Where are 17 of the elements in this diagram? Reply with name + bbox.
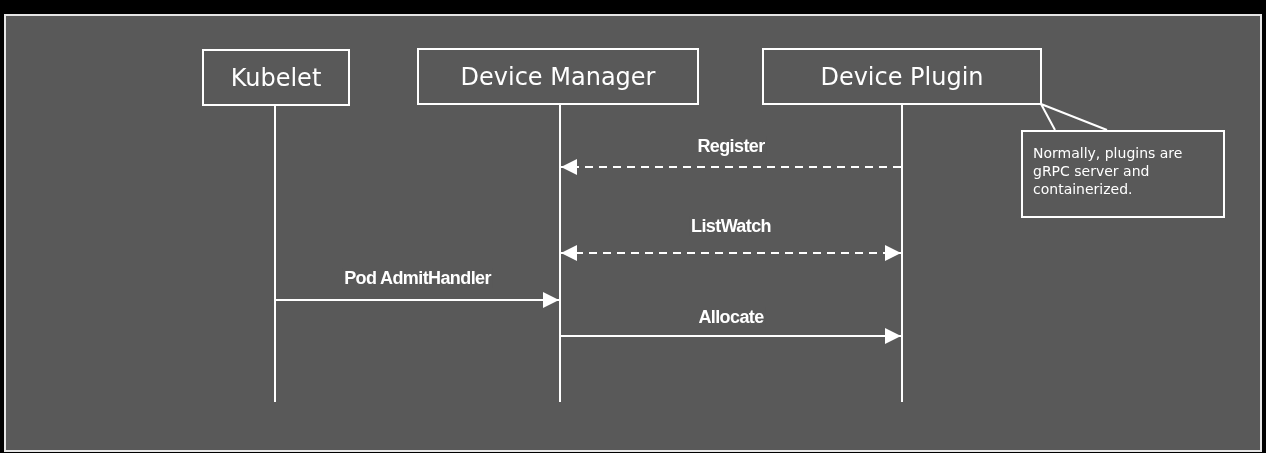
participant-box [762, 48, 1042, 105]
participant-box [417, 48, 699, 105]
lifeline [901, 105, 903, 402]
participant-box [202, 49, 350, 106]
callout-tail [1040, 103, 1108, 131]
participant-name: Device Manager [460, 62, 656, 91]
participant-name: Kubelet [230, 63, 322, 92]
message-arrow [275, 292, 560, 308]
message-arrow [560, 159, 902, 175]
participant-name: Device Plugin [820, 62, 984, 91]
message-arrow [560, 328, 902, 344]
lifeline [559, 105, 561, 402]
callout-note [1021, 130, 1225, 218]
lifeline [274, 106, 276, 402]
message-label: Register [695, 136, 767, 156]
message-arrow [560, 245, 902, 261]
note-text: Normally, plugins are gRPC server and containerized. [1033, 144, 1184, 199]
